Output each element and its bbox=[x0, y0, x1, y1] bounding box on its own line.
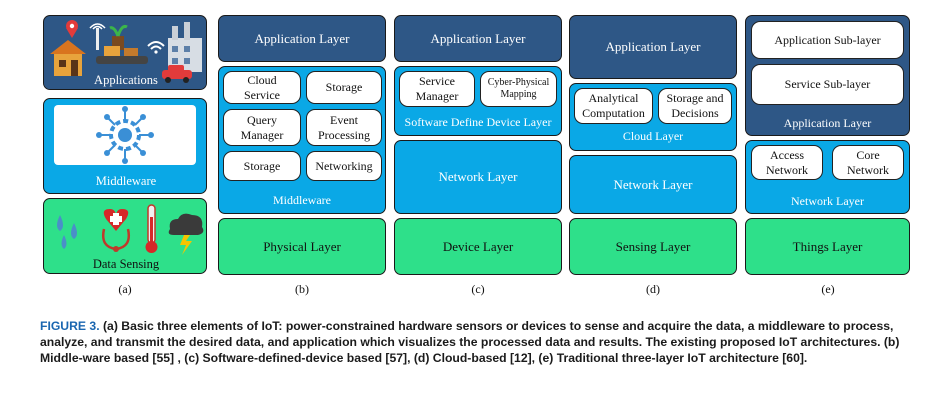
application-layer-d: Application Layer bbox=[569, 15, 737, 79]
storage-box-bottom: Storage bbox=[223, 151, 301, 181]
access-network-box: Access Network bbox=[751, 145, 823, 180]
service-manager-box: Service Manager bbox=[399, 71, 475, 107]
panel-label-a: (a) bbox=[118, 282, 132, 296]
sdd-layer-label: Software Define Device Layer bbox=[404, 115, 552, 129]
cyber-physical-mapping-label: Cyber-Physical Mapping bbox=[487, 77, 550, 100]
physical-layer-box: Physical Layer bbox=[218, 218, 386, 275]
sensing-layer-box: Sensing Layer bbox=[569, 218, 737, 275]
data-sensing-label: Data Sensing bbox=[92, 257, 160, 271]
storage-top-label: Storage bbox=[325, 80, 363, 94]
application-sublayer-box: Application Sub-layer bbox=[751, 21, 904, 59]
core-network-label: Core Network bbox=[847, 147, 889, 177]
middleware-label-a: Middleware bbox=[95, 174, 157, 188]
panel-label-e: (e) bbox=[821, 282, 835, 296]
device-layer-label: Device Layer bbox=[442, 238, 514, 254]
storage-box-top: Storage bbox=[306, 71, 382, 104]
figure-caption: FIGURE 3. (a) Basic three elements of Io… bbox=[40, 318, 920, 366]
applications-box: Applications bbox=[43, 15, 207, 90]
things-layer-label: Things Layer bbox=[792, 238, 863, 254]
middleware-box-a: Middleware bbox=[43, 98, 207, 194]
application-layer-b: Application Layer bbox=[218, 15, 386, 62]
application-layer-c: Application Layer bbox=[394, 15, 562, 62]
storage-decisions-box: Storage and Decisions bbox=[658, 88, 732, 124]
cloud-layer-label: Cloud Layer bbox=[622, 129, 684, 143]
event-processing-box: Event Processing bbox=[306, 109, 382, 146]
analytical-computation-label: Analytical Computation bbox=[582, 91, 645, 120]
smart-city-illustration-icon bbox=[44, 20, 206, 89]
figure-label: FIGURE 3. bbox=[40, 319, 100, 333]
application-layer-d-label: Application Layer bbox=[605, 39, 701, 54]
applications-label: Applications bbox=[94, 73, 158, 87]
storage-bottom-label: Storage bbox=[243, 158, 281, 173]
networking-label: Networking bbox=[315, 158, 373, 173]
application-layer-b-label: Application Layer bbox=[254, 30, 350, 46]
application-layer-c-label: Application Layer bbox=[430, 30, 526, 46]
sensing-layer-label: Sensing Layer bbox=[615, 238, 691, 254]
device-layer-box: Device Layer bbox=[394, 218, 562, 275]
gear-network-icon bbox=[96, 106, 154, 164]
things-layer-box: Things Layer bbox=[745, 218, 910, 275]
event-processing-label: Event Processing bbox=[318, 112, 370, 142]
panel-label-d: (d) bbox=[646, 282, 660, 296]
analytical-computation-box: Analytical Computation bbox=[574, 88, 653, 124]
panel-label-c: (c) bbox=[471, 282, 485, 296]
sensor-illustration-icon bbox=[57, 204, 204, 255]
service-manager-label: Service Manager bbox=[415, 74, 459, 103]
cloud-service-box: Cloud Service bbox=[223, 71, 301, 104]
application-sublayer-label: Application Sub-layer bbox=[774, 32, 881, 47]
data-sensing-box: Data Sensing bbox=[43, 198, 207, 274]
network-layer-c-label: Network Layer bbox=[438, 169, 518, 184]
service-sublayer-label: Service Sub-layer bbox=[784, 77, 871, 91]
service-sublayer-box: Service Sub-layer bbox=[751, 64, 904, 105]
cyber-physical-mapping-box: Cyber-Physical Mapping bbox=[480, 71, 557, 107]
query-manager-box: Query Manager bbox=[223, 109, 301, 146]
storage-decisions-label: Storage and Decisions bbox=[666, 91, 724, 120]
application-layer-e-label: Application Layer bbox=[783, 116, 872, 130]
middleware-label-b: Middleware bbox=[273, 193, 331, 207]
middleware-illustration-bg bbox=[54, 105, 196, 165]
cloud-service-label: Cloud Service bbox=[244, 72, 280, 102]
physical-layer-label: Physical Layer bbox=[263, 238, 341, 254]
network-layer-d-label: Network Layer bbox=[613, 176, 693, 192]
networking-box: Networking bbox=[306, 151, 382, 181]
panel-label-b: (b) bbox=[295, 282, 309, 296]
network-layer-e-label: Network Layer bbox=[791, 194, 864, 208]
network-layer-c: Network Layer bbox=[394, 140, 562, 214]
access-network-label: Access Network bbox=[766, 147, 808, 177]
query-manager-label: Query Manager bbox=[240, 112, 284, 142]
network-layer-d: Network Layer bbox=[569, 155, 737, 214]
caption-text: (a) Basic three elements of IoT: power-c… bbox=[40, 319, 900, 365]
core-network-box: Core Network bbox=[832, 145, 904, 180]
